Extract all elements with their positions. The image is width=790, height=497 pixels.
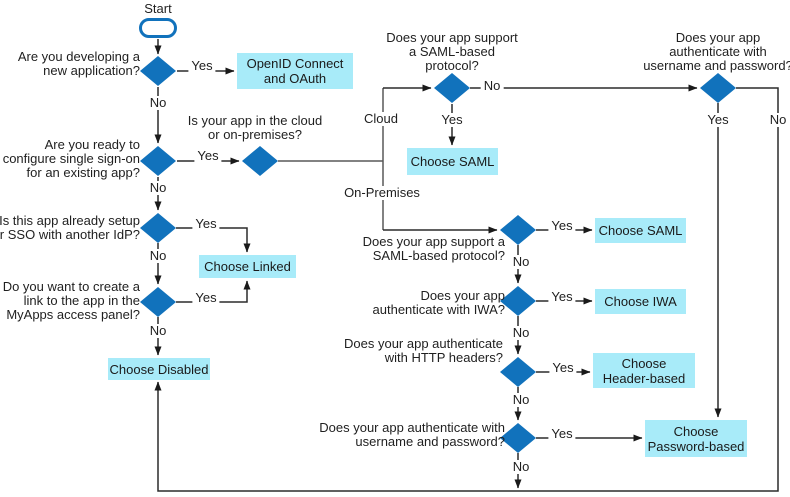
label-no: No (509, 326, 533, 340)
label-no: No (146, 96, 170, 110)
label-yes: Yes (438, 113, 466, 127)
label-no: No (146, 249, 170, 263)
label-yes: Yes (548, 219, 576, 233)
label-yes: Yes (192, 217, 220, 231)
question-onprem-saml: Does your app support a SAML-based proto… (362, 234, 505, 263)
label-yes: Yes (194, 149, 222, 163)
question-onprem-headers: Does your app authenticate with HTTP hea… (344, 336, 503, 365)
label-yes: Yes (549, 361, 577, 375)
label-cloud: Cloud (361, 112, 401, 126)
label-yes: Yes (188, 59, 216, 73)
outcome-choose-header-based: Choose Header-based (593, 353, 695, 388)
label-yes: Yes (548, 290, 576, 304)
label-no: No (509, 393, 533, 407)
question-myapps-link: Do you want to create a link to the app … (2, 279, 140, 322)
label-yes: Yes (704, 113, 732, 127)
outcome-choose-disabled: Choose Disabled (108, 358, 210, 380)
outcome-choose-iwa: Choose IWA (595, 289, 686, 314)
start-terminator (139, 18, 177, 38)
question-onprem-iwa: Does your app authenticate with IWA? (372, 288, 505, 317)
start-label: Start (144, 1, 172, 16)
outcome-choose-saml-cloud: Choose SAML (407, 148, 498, 175)
question-cloud-password: Does your app authenticate with username… (643, 30, 790, 73)
question-onprem-password: Does your app authenticate with username… (319, 420, 505, 449)
outcome-choose-saml-onprem: Choose SAML (595, 218, 686, 243)
question-cloud-saml: Does your app support a SAML-based proto… (386, 30, 518, 73)
label-no: No (509, 460, 533, 474)
question-already-sso-idp: Is this app already setup for SSO with a… (0, 213, 140, 242)
label-no: No (146, 324, 170, 338)
question-new-application: Are you developing a new application? (17, 49, 140, 78)
outcome-openid-connect-oauth: OpenID Connect and OAuth (237, 53, 353, 89)
label-no: No (509, 255, 533, 269)
label-no: No (146, 181, 170, 195)
outcome-choose-password-based: Choose Password-based (645, 420, 747, 457)
label-on-premises: On-Premises (341, 186, 423, 200)
label-no: No (480, 79, 504, 93)
label-no: No (766, 113, 790, 127)
question-cloud-or-onprem: Is your app in the cloud or on-premises? (187, 113, 323, 142)
label-yes: Yes (192, 291, 220, 305)
label-yes: Yes (548, 427, 576, 441)
question-existing-app-sso: Are you ready to configure single sign-o… (2, 137, 140, 180)
outcome-choose-linked: Choose Linked (199, 255, 296, 278)
